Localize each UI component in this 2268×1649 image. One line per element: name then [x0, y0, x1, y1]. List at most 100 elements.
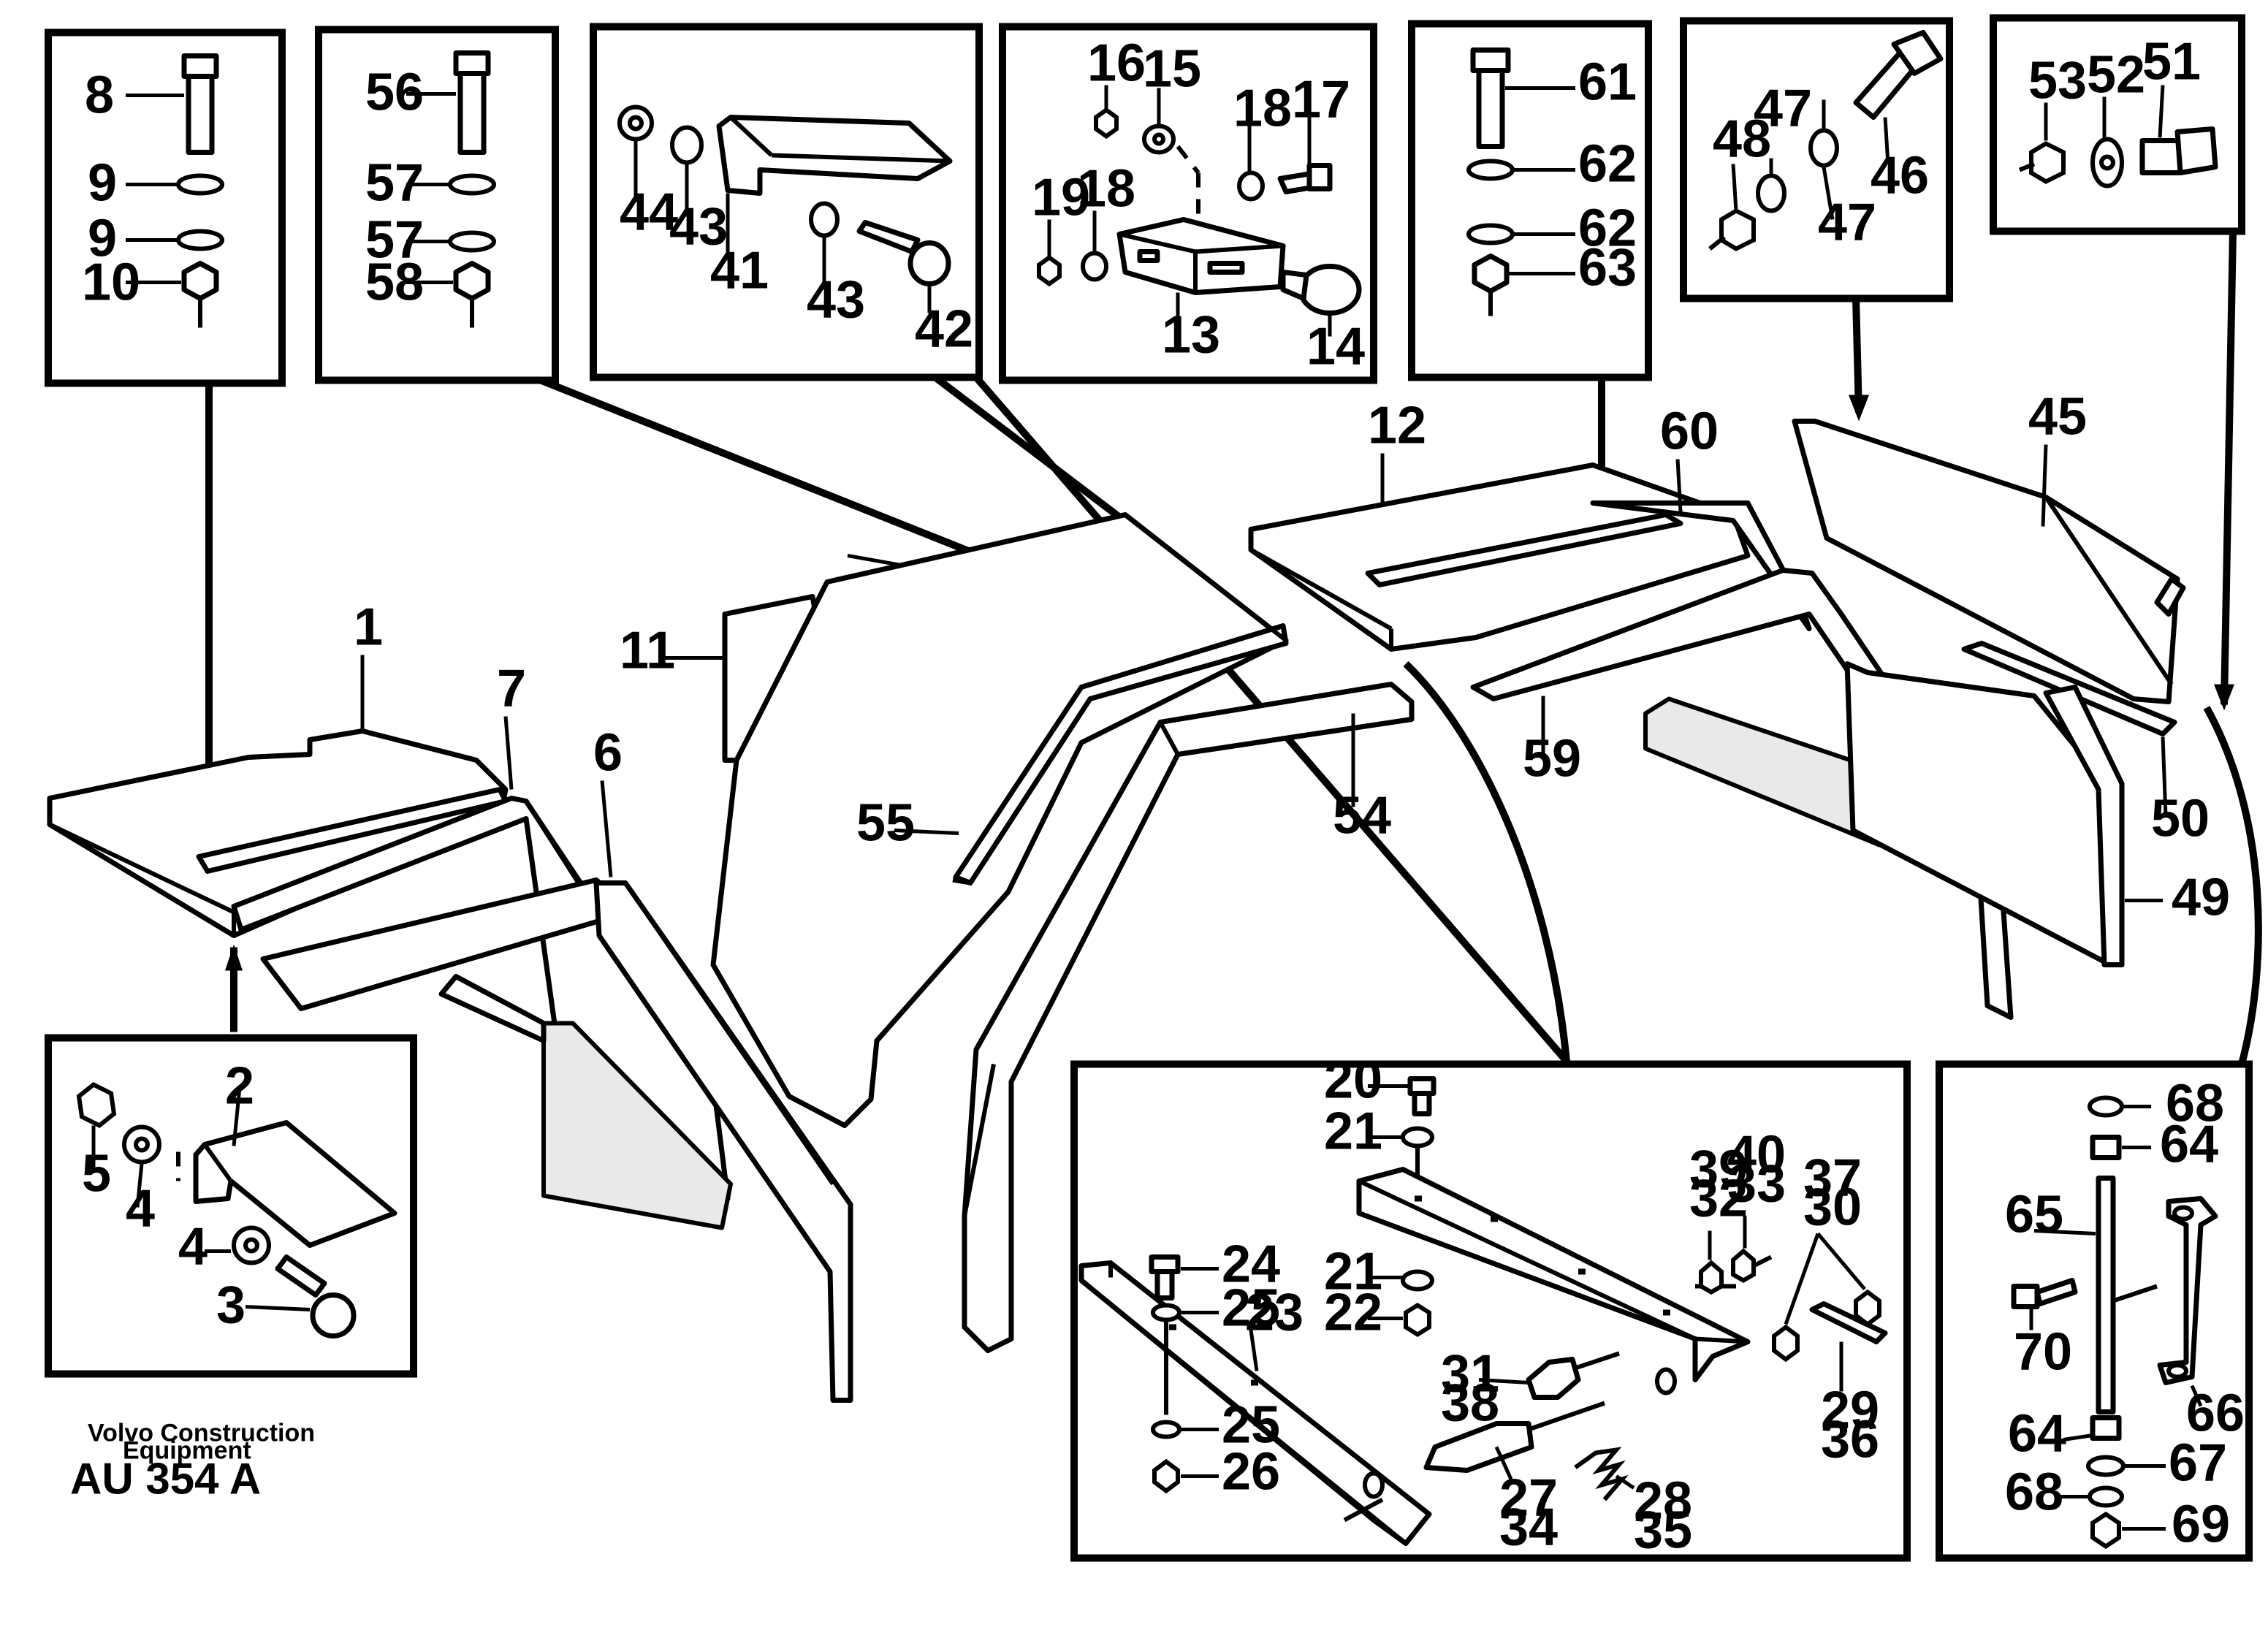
part-label: 33 [1727, 1155, 1786, 1214]
part-label: 43 [807, 271, 865, 330]
detail-box-rod-65 [1936, 1060, 2253, 1562]
drawing-code: AU 354 A [70, 1455, 261, 1504]
part-label: 44 [620, 183, 678, 242]
part-label: 60 [1660, 403, 1719, 461]
detail-box-step-2 [45, 1034, 417, 1378]
part-label: 3 [216, 1276, 246, 1335]
drawing-footer: Volvo Construction Equipment AU 354 A [70, 1420, 315, 1504]
part-label: 30 [1803, 1178, 1862, 1237]
part-label: 51 [2142, 33, 2201, 91]
part-label: 20 [1324, 1051, 1382, 1110]
company-name-line1: Volvo Construction [88, 1420, 315, 1447]
part-label: 22 [1324, 1284, 1382, 1342]
part-label: 46 [1871, 147, 1929, 205]
part-label: 65 [2005, 1186, 2063, 1244]
part-label: 28 [1634, 1472, 1692, 1531]
part-label: 16 [1087, 34, 1146, 93]
part-label: 57 [365, 154, 424, 213]
part-label: 57 [365, 211, 424, 270]
part-label: 61 [1578, 53, 1637, 112]
part-label: 39 [1689, 1140, 1748, 1199]
part-label: 62 [1578, 135, 1637, 194]
part-label: 35 [1634, 1501, 1692, 1560]
part-label: 40 [1727, 1126, 1786, 1184]
part-label: 6 [593, 724, 623, 782]
part-label: 1 [354, 598, 383, 657]
part-label: 52 [2087, 46, 2145, 104]
part-label: 50 [2151, 790, 2210, 848]
part-54-frame [962, 682, 1415, 1353]
part-label: 64 [2160, 1116, 2218, 1174]
part-label: 32 [1689, 1170, 1748, 1228]
part-45-plate [1792, 419, 2180, 704]
part-label: 5 [82, 1145, 111, 1203]
part-label: 14 [1306, 318, 1365, 376]
detail-box-bolt-8-10 [45, 28, 286, 387]
part-label: 15 [1143, 40, 1201, 99]
detail-box-bolt-56-58 [315, 26, 559, 384]
part-label: 4 [178, 1218, 208, 1276]
part-label: 18 [1077, 160, 1135, 218]
part-label: 43 [669, 198, 728, 256]
part-label: 26 [1222, 1443, 1280, 1501]
part-label: 49 [2172, 869, 2230, 927]
part-label: 21 [1324, 1102, 1382, 1161]
part-label: 63 [1578, 239, 1637, 297]
part-label: 34 [1499, 1498, 1558, 1557]
detail-box-bumper-13 [999, 23, 1377, 384]
main-assembly [47, 419, 2186, 1403]
part-label: 62 [1578, 199, 1637, 258]
part-label: 25 [1222, 1396, 1280, 1455]
part-label: 59 [1523, 730, 1581, 788]
part-label: 47 [1754, 80, 1812, 138]
part-label: 67 [2169, 1434, 2227, 1493]
part-label: 31 [1441, 1345, 1499, 1404]
part-label: 21 [1324, 1243, 1382, 1301]
part-label: 47 [1818, 194, 1876, 252]
part-label: 10 [82, 254, 140, 312]
part-label: 19 [1032, 169, 1090, 227]
part-label: 66 [2186, 1385, 2245, 1443]
part-label: 37 [1803, 1149, 1862, 1208]
part-label: 24 [1222, 1235, 1280, 1294]
part-label: 48 [1713, 110, 1771, 169]
detail-box-step-plate-41 [590, 23, 983, 381]
detail-box-spring-stop [1070, 1060, 1911, 1562]
part-label: 12 [1368, 397, 1426, 455]
detail-box-bolt-46-48 [1680, 17, 1953, 302]
part-label: 69 [2172, 1496, 2230, 1554]
part-label: 8 [85, 66, 114, 125]
part-label: 56 [365, 64, 424, 122]
part-label: 29 [1821, 1382, 1879, 1440]
part-label: 70 [2014, 1323, 2072, 1382]
part-1-platform [47, 728, 509, 938]
detail-box-bolt-61-63 [1408, 20, 1652, 381]
part-label: 54 [1333, 787, 1391, 845]
company-name-line2: Equipment [123, 1437, 251, 1465]
part-label: 55 [856, 794, 915, 853]
part-label: 53 [2028, 52, 2087, 110]
part-label: 17 [1292, 71, 1350, 129]
part-label: 68 [2166, 1075, 2224, 1133]
part-label: 18 [1233, 80, 1292, 138]
part-label: 4 [126, 1180, 155, 1238]
part-label: 42 [915, 300, 973, 359]
detail-box-bolt-51-53 [1990, 14, 2245, 235]
part-label: 9 [88, 154, 117, 213]
part-label: 11 [620, 622, 675, 680]
part-label: 68 [2005, 1463, 2063, 1522]
part-label: 27 [1499, 1469, 1558, 1528]
part-label: 7 [497, 660, 526, 718]
part-number-labels: 8 9 9 10 56 57 57 58 44 43 41 43 42 16 1… [82, 33, 2245, 1560]
part-label: 45 [2028, 388, 2087, 446]
part-label: 41 [710, 242, 769, 300]
part-label: 13 [1162, 306, 1220, 365]
part-label: 25 [1222, 1279, 1280, 1338]
part-label: 36 [1821, 1411, 1879, 1469]
part-label: 64 [2008, 1405, 2066, 1463]
part-label: 38 [1441, 1374, 1499, 1433]
part-label: 9 [88, 210, 117, 268]
part-label: 58 [365, 254, 424, 312]
part-label: 23 [1245, 1284, 1304, 1342]
